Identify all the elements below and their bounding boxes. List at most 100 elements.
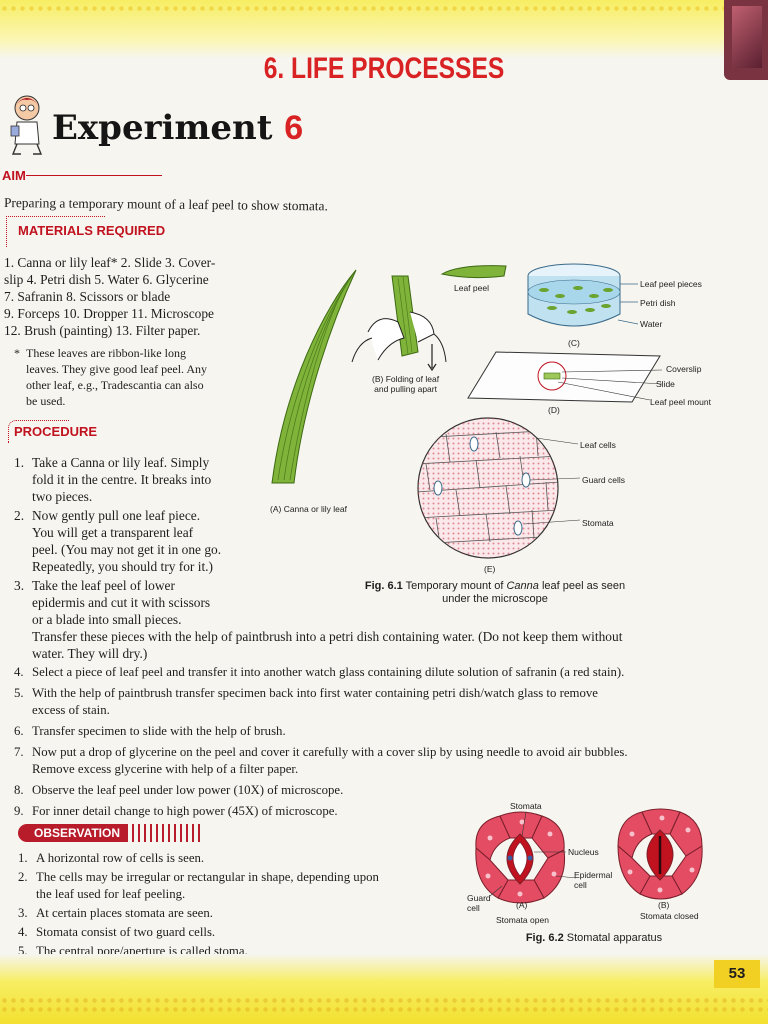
aim-heading: AIM [2,168,26,183]
item-line: the leaf used for leaf peeling. [36,887,186,901]
experiment-word: Experiment [52,108,273,148]
item-number: 3. [18,906,28,920]
fig62-stomata-open [475,811,566,904]
step3-continuation: Transfer these pieces with the help of p… [32,628,762,662]
bottom-dots-decoration [0,996,768,1016]
step-line: two pieces. [32,489,93,504]
step-number: 6. [14,724,24,738]
fig61-leaf-peel-strip [440,265,507,279]
fig61-microscope-view [417,417,581,559]
step-line: peel. (You may not get it in one go. [32,542,222,557]
label-62-stomata: Stomata [510,801,542,811]
step-line: or a blade into small pieces. [32,612,182,627]
label-coverslip: Coverslip [666,364,702,374]
step-line: Transfer these pieces with the help of p… [32,629,623,644]
observation-item: 1.A horizontal row of cells is seen. [18,850,458,867]
step-line: Select a piece of leaf peel and transfer… [32,665,625,679]
page-number: 53 [714,960,760,988]
procedure-steps-narrow: 1. Take a Canna or lily leaf. Simply fold … [14,454,242,628]
item-line: The cells may be irregular or rectangula… [36,870,379,884]
step-number: 5. [14,686,24,700]
observation-item: 3.At certain places stomata are seen. [18,905,458,922]
fig61-caption: Fig. 6.1 Temporary mount of Canna leaf p… [330,580,660,606]
aim-text: Preparing a temporary mount of a leaf pe… [3,195,328,214]
label-slide: Slide [656,379,675,389]
fig61-slide [467,351,663,403]
label-a: (A) Canna or lily leaf [270,504,348,514]
observation-list: 1.A horizontal row of cells is seen. 2. T… [18,850,458,960]
label-epidermal-line2: cell [574,880,587,890]
step-line: For inner detail change to high power (4… [32,804,338,818]
procedure-step: 8.Observe the leaf peel under low power … [14,782,764,799]
label-petri-dish: Petri dish [640,298,676,308]
label-leaf-peel: Leaf peel [454,283,489,293]
step-line: Remove excess glycerine with help of a f… [32,762,299,776]
observation-item: 4.Stomata consist of two guard cells. [18,924,458,941]
footnote-line: These leaves are ribbon-like long [26,346,186,360]
label-guard-line2: cell [467,903,480,913]
step-number: 9. [14,804,24,818]
procedure-step: 9. For inner detail change to high power … [14,803,764,820]
materials-heading: MATERIALS REQUIRED [18,223,166,238]
aim-underline [26,175,162,176]
procedure-step: 4. Select a piece of leaf peel and transf… [14,664,764,681]
step-line: excess of stain. [32,703,110,717]
procedure-step: 1. Take a Canna or lily leaf. Simply fold … [14,454,242,505]
label-stomata-open: Stomata open [496,915,549,925]
fig61-caption-number: Fig. 6.1 [364,580,403,592]
experiment-heading: Experiment 6 [52,108,303,148]
materials-line: 9. Forceps 10. Dropper 11. Microscope [4,306,214,321]
label-guard-line1: Guard [467,893,491,903]
label-stomata-closed: Stomata closed [640,911,699,921]
observation-heading: OBSERVATION [18,824,129,842]
experiment-number: 6 [284,109,304,147]
footnote-line: leaves. They give good leaf peel. Any [26,362,208,376]
step-line: Take the leaf peel of lower [32,578,175,593]
procedure-bracket [8,420,69,443]
label-b-line2: and pulling apart [374,384,437,394]
label-water: Water [640,319,663,329]
fig61-caption-italic: Canna [506,580,539,592]
fig61-caption-line2: under the microscope [442,593,548,605]
step-line: water. They will dry.) [32,646,148,661]
materials-line: 7. Safranin 8. Scissors or blade [4,289,171,304]
item-line: A horizontal row of cells is seen. [36,851,205,865]
mascot-scientist-icon [10,95,43,155]
step-number: 8. [14,783,24,797]
item-number: 2. [18,870,28,884]
materials-bracket [6,216,105,247]
procedure-step: 7.Now put a drop of glycerine on the pee… [14,744,764,778]
step-line: Take a Canna or lily leaf. Simply [32,455,210,470]
fig61-petri-dish [527,263,639,327]
label-62-a: (A) [516,900,528,910]
step-number: 2. [14,508,25,523]
step-line: You will get a transparent leaf [32,525,194,540]
step-number: 4. [14,665,24,679]
footnote-line: other leaf, e.g., Tradescantia can also [26,378,204,392]
label-leaf-cells: Leaf cells [580,440,616,450]
label-c: (C) [568,338,580,348]
label-d: (D) [548,405,560,415]
label-stomata: Stomata [582,518,614,528]
label-epidermal-line1: Epidermal [574,870,613,880]
step-line: fold it in the centre. It breaks into [32,472,212,487]
step-line: Now gently pull one leaf piece. [32,508,201,523]
fig62-pointer-lines [489,811,577,897]
label-b-line1: (B) Folding of leaf [372,374,440,384]
fig61-caption-pre: Temporary mount of [405,580,507,592]
procedure-step: 5.With the help of paintbrush transfer s… [14,685,764,719]
step-line: epidermis and cut it with scissors [32,595,211,610]
label-guard-cells: Guard cells [582,475,625,485]
fig62-stomata-closed [617,808,703,900]
step-number: 1. [14,455,25,470]
observation-stripes [132,824,204,842]
step-line: Transfer specimen to slide with the help… [32,724,286,738]
label-e: (E) [484,564,496,574]
step-line: Now put a drop of glycerine on the peel … [32,745,628,759]
fig61-leaf-a [271,269,357,484]
procedure-step: 6. Transfer specimen to slide with the he… [14,723,764,740]
